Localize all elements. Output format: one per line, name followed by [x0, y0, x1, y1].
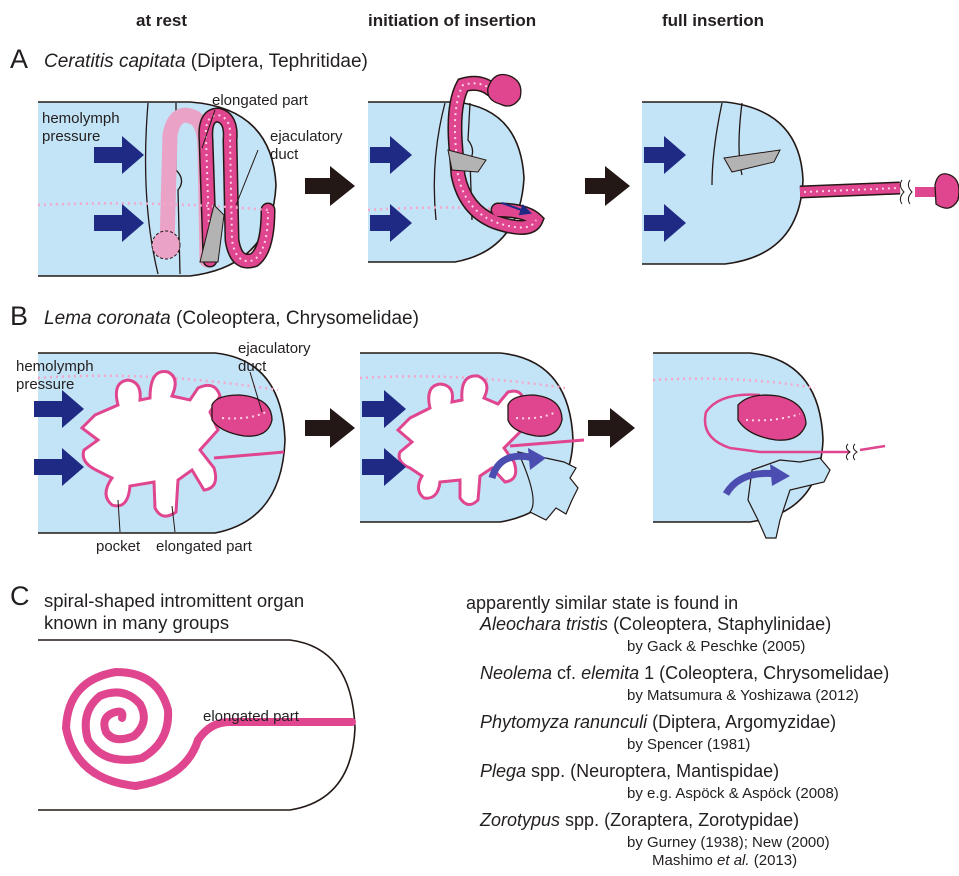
c-ref-2: by Matsumura & Yoshizawa (2012): [627, 687, 859, 704]
b-label-pocket: pocket: [96, 538, 140, 556]
a-label-elongated: elongated part: [212, 92, 308, 110]
c-spiral-diagram: [38, 640, 355, 810]
b-label-elongated: elongated part: [156, 538, 252, 556]
panel-c-letter: C: [10, 581, 30, 612]
arrow-black-a2: [585, 166, 630, 206]
c-ref-4: by e.g. Aspöck & Aspöck (2008): [627, 785, 839, 802]
c-example-3: Phytomyza ranunculi (Diptera, Argomyzida…: [480, 712, 836, 733]
c-ref-3: by Spencer (1981): [627, 736, 750, 753]
header-at-rest: at rest: [136, 11, 187, 31]
header-full-insertion: full insertion: [662, 11, 764, 31]
c-label-elongated: elongated part: [203, 708, 299, 726]
panel-b-letter: B: [10, 301, 28, 332]
arrow-black-b1: [305, 408, 355, 448]
panel-a-title: Ceratitis capitata (Diptera, Tephritidae…: [44, 51, 368, 73]
b-init-body: [360, 353, 584, 522]
header-initiation: initiation of insertion: [368, 11, 536, 31]
b-full-body: [653, 353, 885, 538]
arrow-black-b2: [588, 408, 635, 448]
c-example-2: Neolema cf. elemita 1 (Coleoptera, Chrys…: [480, 663, 889, 684]
panel-a-letter: A: [10, 44, 28, 75]
c-ref-1: by Gack & Peschke (2005): [627, 638, 805, 655]
c-intro: apparently similar state is found in: [466, 593, 738, 614]
c-ref-5b: Mashimo et al. (2013): [652, 852, 797, 869]
c-ref-5: by Gurney (1938); New (2000): [627, 834, 830, 851]
c-example-4: Plega spp. (Neuroptera, Mantispidae): [480, 761, 779, 782]
c-example-5: Zorotypus spp. (Zoraptera, Zorotypidae): [480, 810, 799, 831]
c-example-1: Aleochara tristis (Coleoptera, Staphylin…: [480, 614, 831, 635]
panel-b-title: Lema coronata (Coleoptera, Chrysomelidae…: [44, 308, 419, 330]
arrow-black-a1: [305, 166, 355, 206]
a-full-organ: [800, 174, 959, 208]
